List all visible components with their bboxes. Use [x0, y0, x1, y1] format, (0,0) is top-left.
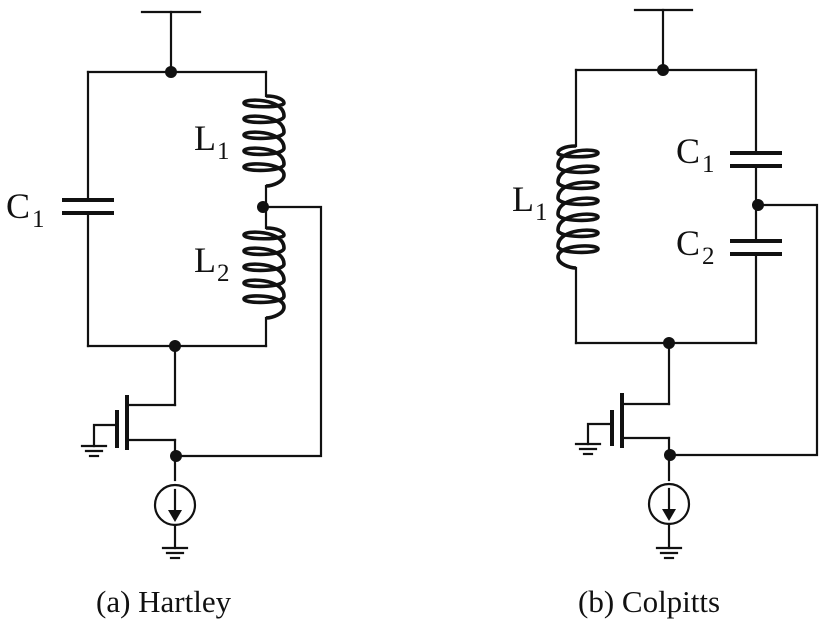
- hartley-feedback-wire: [174, 205, 323, 458]
- svg-text:2: 2: [702, 243, 715, 270]
- hartley-gate-ground-icon: [80, 444, 108, 458]
- hartley-current-source-icon: [153, 483, 197, 527]
- hartley-l1-coil: [242, 94, 286, 188]
- hartley-l2-label: L 2: [194, 240, 230, 287]
- colpitts-gate-wire: [586, 422, 614, 446]
- hartley-caption: (a) Hartley: [96, 584, 232, 619]
- hartley-l2-coil: [242, 226, 286, 320]
- colpitts-feedback-wire: [668, 203, 819, 457]
- svg-text:1: 1: [702, 151, 715, 178]
- colpitts-l1-coil: [556, 144, 600, 270]
- colpitts-ground-icon: [655, 546, 683, 560]
- colpitts-c2-label: C 2: [676, 223, 715, 270]
- colpitts-current-source-icon: [647, 482, 691, 526]
- hartley-c1-label: C 1: [6, 186, 45, 233]
- hartley-top-node: [165, 66, 177, 78]
- svg-text:1: 1: [32, 206, 45, 233]
- svg-text:C: C: [676, 223, 700, 263]
- colpitts-c1-label: C 1: [676, 131, 715, 178]
- svg-text:1: 1: [217, 138, 230, 165]
- svg-text:C: C: [6, 186, 30, 226]
- svg-text:C: C: [676, 131, 700, 171]
- colpitts-l1-label: L 1: [512, 179, 548, 226]
- svg-text:2: 2: [217, 260, 230, 287]
- svg-text:L: L: [512, 179, 534, 219]
- colpitts-circuit: L 1 C 1 C 2 (b) Colpitts: [512, 8, 819, 619]
- svg-text:1: 1: [535, 199, 548, 226]
- hartley-ground-icon: [161, 546, 189, 560]
- hartley-circuit: C 1 L 1 L 2 (a) Hartley: [6, 10, 323, 619]
- svg-text:L: L: [194, 118, 216, 158]
- colpitts-top-node: [657, 64, 669, 76]
- hartley-gate-wire: [92, 423, 119, 448]
- hartley-l1-label: L 1: [194, 118, 230, 165]
- colpitts-gate-ground-icon: [574, 442, 602, 456]
- svg-text:L: L: [194, 240, 216, 280]
- hartley-source-node: [170, 450, 182, 462]
- colpitts-source-node: [664, 449, 676, 461]
- colpitts-caption: (b) Colpitts: [578, 584, 720, 619]
